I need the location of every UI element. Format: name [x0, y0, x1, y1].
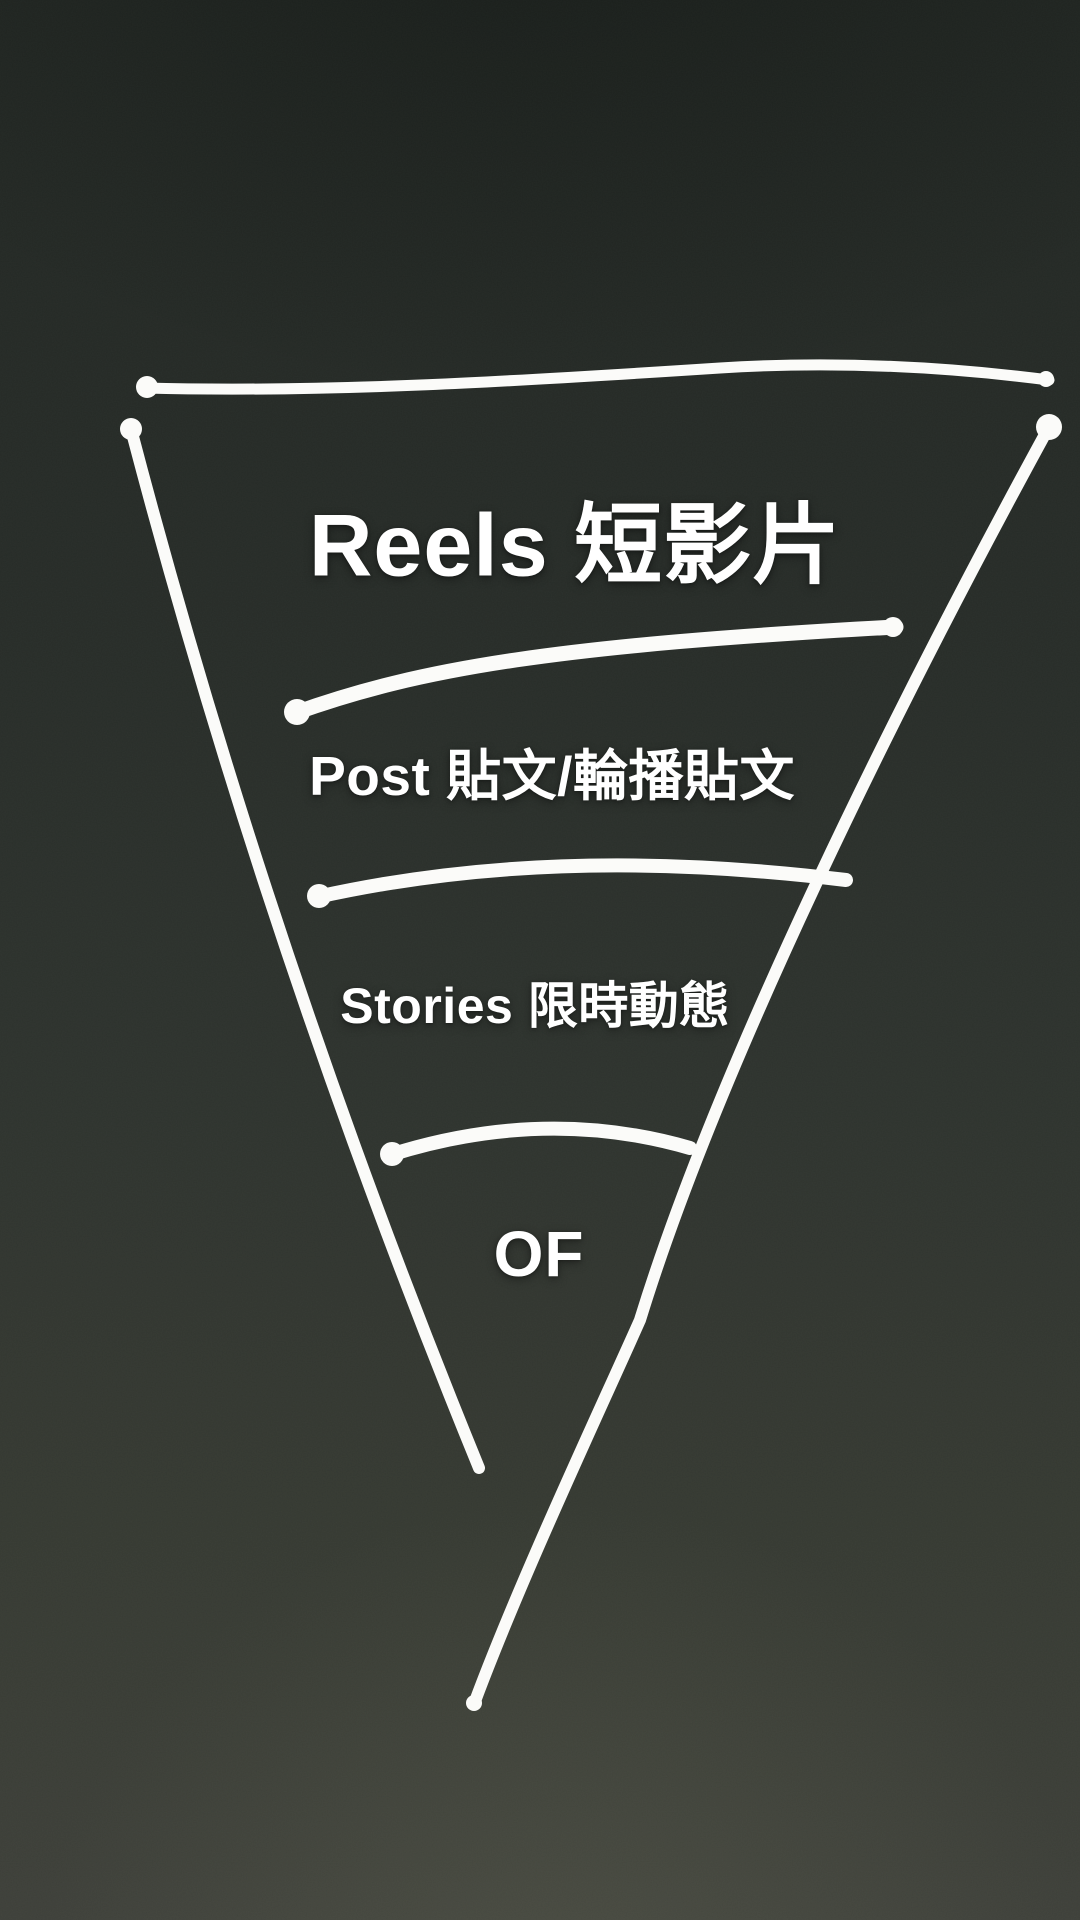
funnel-right-edge-line [468, 421, 1055, 1710]
tier-divider-2-start-dot [307, 884, 331, 908]
funnel-tier-label-of: OF [493, 1218, 585, 1290]
funnel-top-edge-start-dot [136, 376, 158, 398]
funnel-left-edge-line [125, 423, 485, 1474]
tier-divider-3-start-dot [380, 1142, 404, 1166]
funnel-tier-label-reels: Reels 短影片 [308, 495, 842, 595]
tier-divider-reels-post [287, 619, 904, 721]
funnel-right-edge-start-dot [1036, 414, 1062, 440]
tier-divider-1-end-dot [883, 617, 903, 637]
funnel-top-edge-end-dot [1038, 371, 1054, 387]
funnel-tier-label-post: Post 貼文/輪播貼文 [309, 745, 795, 807]
funnel-tier-label-stories: Stories 限時動態 [340, 978, 730, 1034]
funnel-top-edge-line [139, 359, 1055, 395]
tier-divider-stories-of [383, 1121, 697, 1162]
funnel-left-edge-start-dot [120, 418, 142, 440]
tier-divider-1-start-dot [284, 699, 310, 725]
funnel-right-edge-end-dot [466, 1695, 482, 1711]
tier-divider-post-stories [310, 858, 853, 904]
